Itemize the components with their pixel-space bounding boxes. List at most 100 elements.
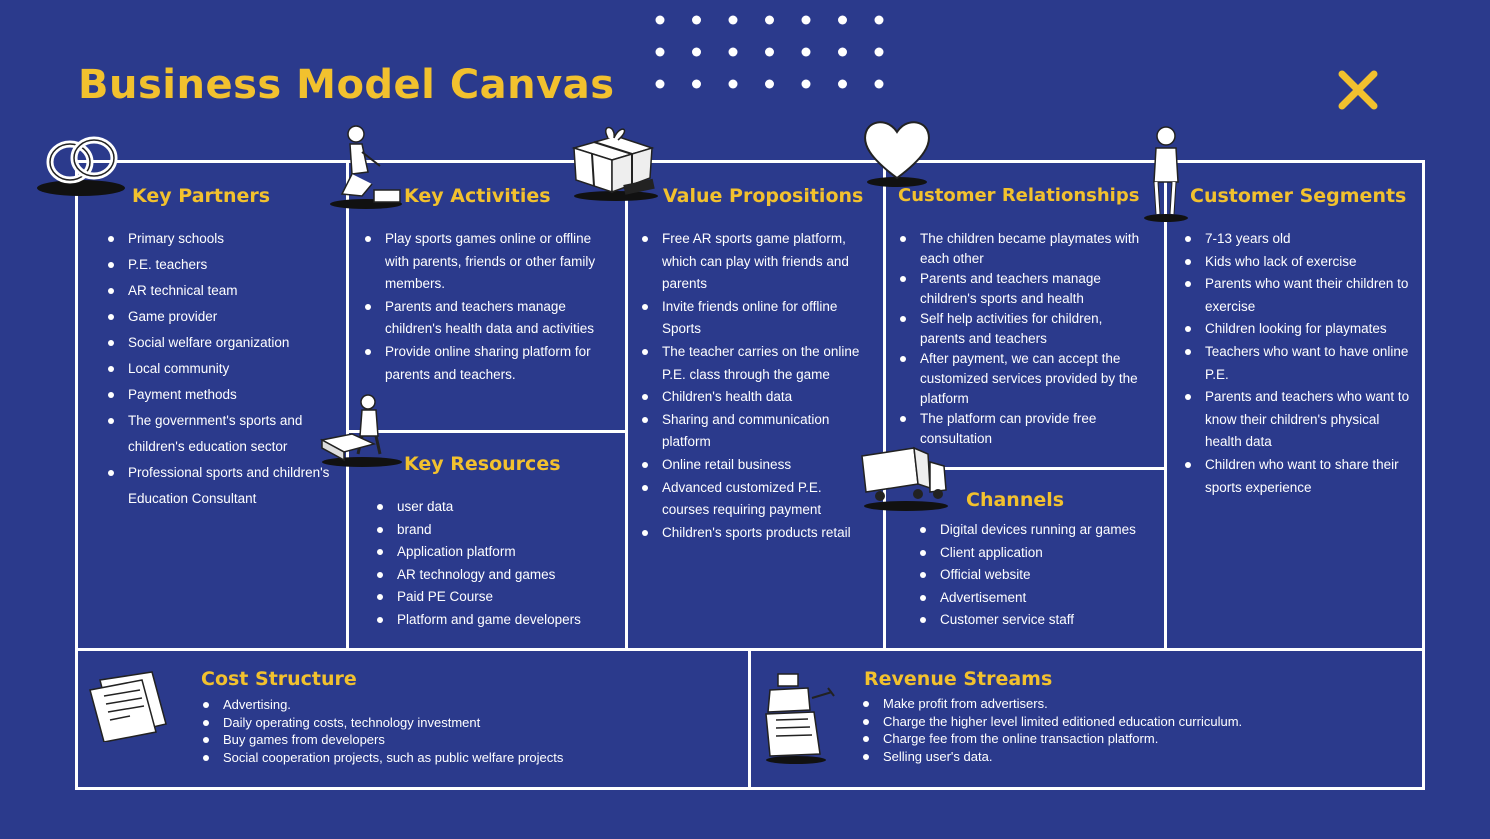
key-resources-title: Key Resources bbox=[404, 453, 561, 475]
divider bbox=[75, 648, 1425, 651]
cost-structure-list: Advertising. Daily operating costs, tech… bbox=[203, 696, 733, 766]
page-title: Business Model Canvas bbox=[78, 62, 615, 108]
list-item: Children who want to share their sports … bbox=[1185, 454, 1419, 499]
list-item: Primary schools bbox=[108, 226, 336, 252]
decorative-dot bbox=[838, 15, 847, 25]
list-item: Invite friends online for offline Sports bbox=[642, 296, 868, 341]
list-item: Online retail business bbox=[642, 454, 868, 477]
decorative-dot bbox=[874, 47, 884, 57]
divider bbox=[748, 650, 751, 790]
list-item: Social welfare organization bbox=[108, 330, 336, 356]
list-item: Children looking for playmates bbox=[1185, 318, 1419, 341]
decorative-dot bbox=[655, 15, 665, 25]
list-item: user data bbox=[377, 496, 613, 519]
key-activities-title: Key Activities bbox=[404, 185, 551, 207]
decorative-dot bbox=[874, 79, 884, 89]
document-icon bbox=[89, 671, 167, 742]
list-item: Parents and teachers manage children's h… bbox=[365, 296, 609, 341]
decorative-dot bbox=[728, 79, 738, 89]
customer-segments-title: Customer Segments bbox=[1190, 185, 1407, 207]
list-item: Client application bbox=[920, 542, 1156, 565]
list-item: Game provider bbox=[108, 304, 336, 330]
list-item: Buy games from developers bbox=[203, 731, 733, 749]
list-item: Parents and teachers who want to know th… bbox=[1185, 386, 1419, 454]
list-item: Advertisement bbox=[920, 587, 1156, 610]
key-activities-list: Play sports games online or offline with… bbox=[365, 228, 609, 386]
list-item: Make profit from advertisers. bbox=[863, 695, 1403, 713]
decorative-dot bbox=[838, 47, 847, 57]
list-item: Paid PE Course bbox=[377, 586, 613, 609]
list-item: Digital devices running ar games bbox=[920, 519, 1156, 542]
list-item: P.E. teachers bbox=[108, 252, 336, 278]
list-item: Advanced customized P.E. courses requiri… bbox=[642, 477, 868, 522]
list-item: brand bbox=[377, 519, 613, 542]
customer-relationships-list: The children became playmates with each … bbox=[900, 229, 1148, 449]
decorative-dot bbox=[801, 47, 811, 57]
customer-segments-list: 7-13 years old Kids who lack of exercise… bbox=[1185, 228, 1419, 499]
divider bbox=[346, 430, 628, 433]
list-item: Professional sports and children's Educa… bbox=[108, 460, 336, 512]
value-propositions-title: Value Propositions bbox=[663, 185, 864, 207]
list-item: The teacher carries on the online P.E. c… bbox=[642, 341, 868, 386]
decorative-dot bbox=[728, 47, 738, 57]
list-item: Selling user's data. bbox=[863, 748, 1403, 766]
divider bbox=[1164, 160, 1167, 650]
rings-icon bbox=[37, 136, 125, 196]
list-item: Provide online sharing platform for pare… bbox=[365, 341, 609, 386]
divider bbox=[625, 160, 628, 650]
heart-icon bbox=[864, 121, 930, 187]
list-item: Parents who want their children to exerc… bbox=[1185, 273, 1419, 318]
customer-relationships-title: Customer Relationships bbox=[898, 185, 1140, 206]
list-item: Play sports games online or offline with… bbox=[365, 228, 609, 296]
revenue-streams-list: Make profit from advertisers. Charge the… bbox=[863, 695, 1403, 765]
list-item: Sharing and communication platform bbox=[642, 409, 868, 454]
list-item: The platform can provide free consultati… bbox=[900, 409, 1148, 449]
decorative-dot bbox=[801, 79, 811, 89]
decorative-dot bbox=[765, 79, 774, 89]
gift-icon bbox=[571, 126, 658, 201]
decorative-dot bbox=[728, 15, 738, 25]
list-item: AR technology and games bbox=[377, 564, 613, 587]
list-item: Kids who lack of exercise bbox=[1185, 251, 1419, 274]
list-item: Parents and teachers manage children's s… bbox=[900, 269, 1148, 309]
list-item: Teachers who want to have online P.E. bbox=[1185, 341, 1419, 386]
truck-icon bbox=[861, 446, 948, 511]
list-item: Platform and game developers bbox=[377, 609, 613, 632]
list-item: After payment, we can accept the customi… bbox=[900, 349, 1148, 409]
decorative-dot bbox=[692, 15, 701, 25]
decorative-dot bbox=[692, 79, 701, 89]
decorative-dot bbox=[655, 47, 665, 57]
list-item: The government's sports and children's e… bbox=[108, 408, 336, 460]
list-item: Charge fee from the online transaction p… bbox=[863, 730, 1403, 748]
revenue-streams-title: Revenue Streams bbox=[864, 668, 1053, 690]
list-item: Advertising. bbox=[203, 696, 733, 714]
standing-person-icon bbox=[1144, 126, 1188, 222]
list-item: Children's health data bbox=[642, 386, 868, 409]
kneeling-person-icon bbox=[330, 125, 402, 209]
list-item: 7-13 years old bbox=[1185, 228, 1419, 251]
decorative-dot bbox=[838, 79, 847, 89]
key-resources-list: user data brand Application platform AR … bbox=[377, 496, 613, 632]
list-item: AR technical team bbox=[108, 278, 336, 304]
cash-register-icon bbox=[765, 673, 835, 764]
key-partners-title: Key Partners bbox=[132, 185, 271, 207]
list-item: Charge the higher level limited editione… bbox=[863, 713, 1403, 731]
close-icon[interactable] bbox=[1336, 68, 1380, 112]
decorative-dot bbox=[874, 15, 884, 25]
divider bbox=[883, 467, 1167, 470]
person-with-box-icon bbox=[319, 394, 402, 467]
decorative-dot bbox=[655, 79, 665, 89]
value-propositions-list: Free AR sports game platform, which can … bbox=[642, 228, 868, 544]
list-item: Local community bbox=[108, 356, 336, 382]
list-item: Official website bbox=[920, 564, 1156, 587]
decorative-dot bbox=[692, 47, 701, 57]
dots-decoration bbox=[655, 15, 884, 89]
key-partners-list: Primary schools P.E. teachers AR technic… bbox=[108, 226, 336, 512]
list-item: Children's sports products retail bbox=[642, 522, 868, 545]
list-item: The children became playmates with each … bbox=[900, 229, 1148, 269]
channels-title: Channels bbox=[966, 489, 1065, 511]
divider bbox=[883, 160, 886, 650]
divider bbox=[346, 160, 349, 650]
decorative-dot bbox=[765, 15, 774, 25]
list-item: Application platform bbox=[377, 541, 613, 564]
